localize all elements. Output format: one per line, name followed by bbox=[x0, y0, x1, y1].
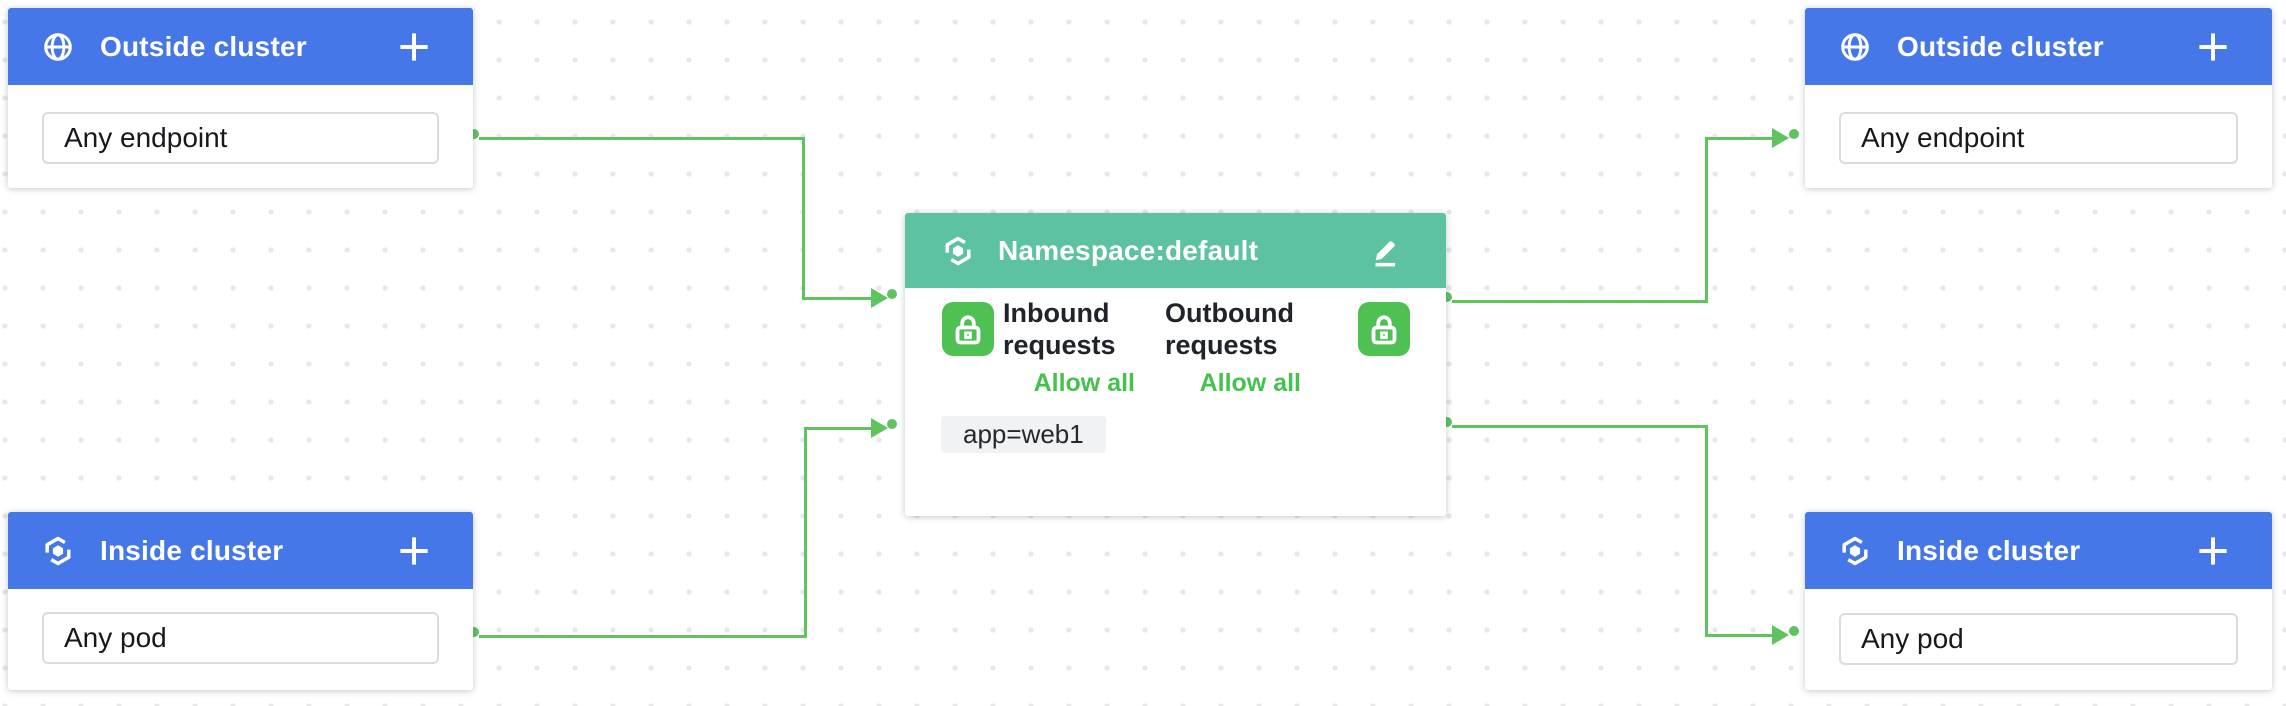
connection-handle[interactable] bbox=[1789, 129, 1799, 139]
card-header: Inside cluster bbox=[8, 512, 473, 589]
pencil-icon bbox=[1375, 240, 1396, 266]
inbound-label: Inbound requests bbox=[1003, 298, 1116, 360]
arrowhead-icon bbox=[871, 418, 888, 438]
card-title: Inside cluster bbox=[1897, 534, 2081, 566]
card-title: Outside cluster bbox=[1897, 30, 2104, 62]
plus-icon bbox=[398, 534, 430, 567]
add-pod-button[interactable] bbox=[2194, 532, 2232, 570]
inbound-unlock-icon[interactable] bbox=[942, 302, 994, 356]
node-outside-cluster-top-left: Outside cluster Any endpoint bbox=[8, 8, 473, 188]
outbound-unlock-icon[interactable] bbox=[1358, 302, 1410, 356]
edit-namespace-button[interactable] bbox=[1368, 234, 1402, 268]
pod-item[interactable]: Any pod bbox=[1839, 613, 2238, 665]
connection-handle[interactable] bbox=[887, 289, 897, 299]
card-header: Namespace:default bbox=[905, 213, 1446, 288]
cluster-icon bbox=[945, 236, 971, 265]
add-endpoint-button[interactable] bbox=[2194, 28, 2232, 66]
endpoint-item[interactable]: Any endpoint bbox=[1839, 112, 2238, 164]
arrowhead-icon bbox=[871, 288, 888, 308]
card-header: Outside cluster bbox=[1805, 8, 2272, 85]
inbound-allow-all[interactable]: Allow all bbox=[1033, 369, 1135, 397]
plus-icon bbox=[398, 30, 430, 63]
plus-icon bbox=[2197, 30, 2229, 63]
inbound-policy: Inbound requests Allow all bbox=[1003, 297, 1135, 398]
node-inside-cluster-bottom-left: Inside cluster Any pod bbox=[8, 512, 473, 690]
pod-selector-tag: app=web1 bbox=[941, 416, 1106, 453]
endpoint-item[interactable]: Any endpoint bbox=[42, 112, 439, 164]
card-title: Inside cluster bbox=[100, 534, 284, 566]
connection-handle[interactable] bbox=[887, 419, 897, 429]
card-title: Namespace:default bbox=[998, 234, 1259, 266]
globe-icon bbox=[1841, 32, 1869, 61]
plus-icon bbox=[2197, 534, 2229, 567]
outbound-policy: Outbound requests Allow all bbox=[1165, 297, 1301, 398]
outbound-allow-all[interactable]: Allow all bbox=[1199, 369, 1301, 397]
cluster-icon bbox=[45, 536, 71, 565]
card-header: Outside cluster bbox=[8, 8, 473, 85]
card-header: Inside cluster bbox=[1805, 512, 2272, 589]
node-inside-cluster-bottom-right: Inside cluster Any pod bbox=[1805, 512, 2272, 690]
arrowhead-icon bbox=[1772, 625, 1789, 645]
outbound-label: Outbound requests bbox=[1165, 298, 1294, 360]
cluster-icon bbox=[1842, 536, 1868, 565]
node-outside-cluster-top-right: Outside cluster Any endpoint bbox=[1805, 8, 2272, 188]
add-endpoint-button[interactable] bbox=[395, 28, 433, 66]
globe-icon bbox=[44, 32, 72, 61]
pod-item[interactable]: Any pod bbox=[42, 612, 439, 664]
add-pod-button[interactable] bbox=[395, 532, 433, 570]
node-namespace-default: Namespace:default Inbound requests Allow… bbox=[905, 213, 1446, 516]
arrowhead-icon bbox=[1772, 128, 1789, 148]
namespace-policy-body: Inbound requests Allow all Outbound requ… bbox=[905, 288, 1446, 516]
connection-handle[interactable] bbox=[1789, 626, 1799, 636]
card-title: Outside cluster bbox=[100, 30, 307, 62]
